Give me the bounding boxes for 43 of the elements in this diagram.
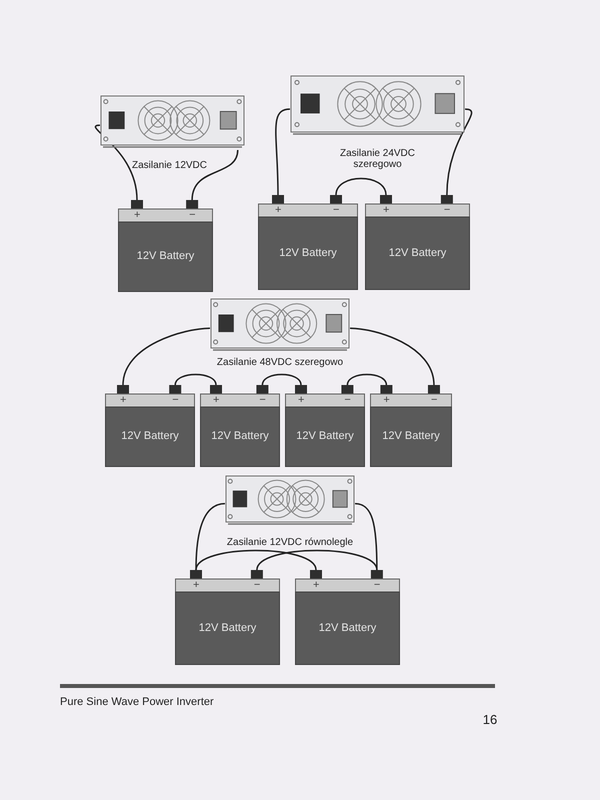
battery-label: 12V Battery xyxy=(278,246,338,258)
terminal-sign: − xyxy=(259,395,266,406)
battery-label: 12V Battery xyxy=(120,430,180,442)
terminal-sign: + xyxy=(298,395,304,406)
wire xyxy=(195,550,317,570)
inverter-drawing xyxy=(210,298,350,353)
terminal-sign: − xyxy=(172,395,179,406)
voltage-caption: Zasilanie 12VDC xyxy=(130,160,208,171)
voltage-caption: Zasilanie 12VDC równolegle xyxy=(226,537,354,548)
battery-label: 12V Battery xyxy=(210,430,270,442)
wire xyxy=(195,502,226,570)
wire xyxy=(446,108,472,196)
battery-label: 12V Battery xyxy=(381,430,441,442)
battery-label: 12V Battery xyxy=(295,430,355,442)
page-number: 16 xyxy=(482,712,498,727)
inverter-drawing xyxy=(290,75,465,137)
terminal-sign: − xyxy=(189,210,196,221)
terminal-sign: − xyxy=(374,580,380,591)
terminal-sign: + xyxy=(383,395,390,406)
wire xyxy=(275,108,290,196)
voltage-caption: Zasilanie 24VDC szeregowo xyxy=(338,148,416,170)
battery-label: 12V Battery xyxy=(388,246,448,258)
terminal-sign: − xyxy=(444,205,450,216)
voltage-caption: Zasilanie 48VDC szeregowo xyxy=(216,357,344,368)
wire xyxy=(354,502,378,570)
terminal-sign: − xyxy=(333,205,340,216)
wire xyxy=(256,550,378,570)
terminal-sign: − xyxy=(430,395,438,406)
terminal-sign: − xyxy=(254,580,260,591)
battery-label: 12V Battery xyxy=(318,622,378,634)
terminal-sign: + xyxy=(120,395,126,406)
terminal-sign: + xyxy=(313,580,320,591)
inverter-drawing xyxy=(225,475,355,527)
footer-text: Pure Sine Wave Power Inverter xyxy=(60,696,215,708)
inverter-drawing xyxy=(100,95,245,150)
terminal-sign: + xyxy=(213,395,220,406)
terminal-sign: + xyxy=(193,580,200,591)
battery-label: 12V Battery xyxy=(136,250,196,262)
terminal-sign: + xyxy=(275,205,282,216)
terminal-sign: − xyxy=(344,395,351,406)
terminal-sign: + xyxy=(383,205,390,216)
battery-label: 12V Battery xyxy=(198,622,258,634)
terminal-sign: + xyxy=(134,210,140,221)
